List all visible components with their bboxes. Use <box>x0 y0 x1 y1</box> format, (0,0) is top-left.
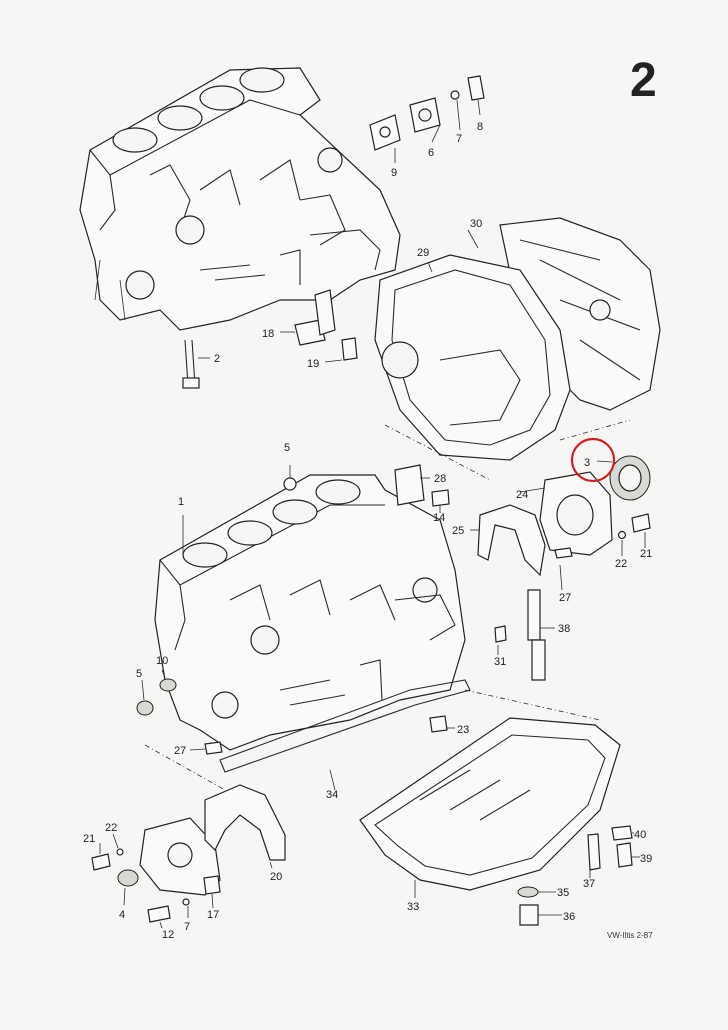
callout-22-left: 22 <box>105 822 117 834</box>
bolt-2 <box>182 339 210 389</box>
callout-9: 9 <box>391 167 397 179</box>
callout-35: 35 <box>557 887 569 899</box>
callout-24: 24 <box>516 489 528 501</box>
callout-38: 38 <box>558 623 570 635</box>
callout-8: 8 <box>477 121 483 133</box>
callout-7: 7 <box>456 133 462 145</box>
page-number: 2 <box>630 54 657 107</box>
callout-31: 31 <box>494 656 506 668</box>
callout-37: 37 <box>583 878 595 890</box>
callout-14: 14 <box>433 512 445 524</box>
highlight-circle-part-3 <box>570 437 616 483</box>
callout-28: 28 <box>434 473 446 485</box>
front-cover-oil-pump <box>91 784 286 929</box>
upper-engine-block <box>79 67 401 331</box>
callout-20: 20 <box>270 871 282 883</box>
callout-21-right: 21 <box>640 548 652 560</box>
callout-5-top: 5 <box>284 442 290 454</box>
lower-engine-block <box>154 464 466 751</box>
callout-23: 23 <box>457 724 469 736</box>
callout-25: 25 <box>452 525 464 537</box>
flange-parts-6-9 <box>369 75 485 163</box>
callout-5-left: 5 <box>136 668 142 680</box>
fitting-parts-18-19 <box>280 289 358 363</box>
callout-2: 2 <box>214 353 220 365</box>
callout-17: 17 <box>207 909 219 921</box>
callout-36: 36 <box>563 911 575 923</box>
callout-29: 29 <box>417 247 429 259</box>
callout-1: 1 <box>178 496 184 508</box>
callout-7-low: 7 <box>184 921 190 933</box>
callout-21-left: 21 <box>83 833 95 845</box>
oil-pan-33 <box>359 717 640 926</box>
callout-19: 19 <box>307 358 319 370</box>
seal-flange-parts <box>470 455 651 681</box>
callout-4: 4 <box>119 909 125 921</box>
callout-40: 40 <box>634 829 646 841</box>
oil-pan-gasket-34 <box>144 679 601 791</box>
callout-18: 18 <box>262 328 274 340</box>
callout-27-right: 27 <box>559 592 571 604</box>
callout-10: 10 <box>156 655 168 667</box>
callout-33: 33 <box>407 901 419 913</box>
callout-22-right: 22 <box>615 558 627 570</box>
footer-label: VW-Iltis 2-87 <box>607 931 653 940</box>
callout-6: 6 <box>428 147 434 159</box>
block-plugs-left <box>136 669 455 755</box>
callout-39: 39 <box>640 853 652 865</box>
callout-30: 30 <box>470 218 482 230</box>
callout-12: 12 <box>162 929 174 941</box>
callout-27-left: 27 <box>174 745 186 757</box>
callout-34: 34 <box>326 789 338 801</box>
bell-housing-and-gearbox <box>374 217 661 481</box>
callout-3: 3 <box>584 457 590 469</box>
